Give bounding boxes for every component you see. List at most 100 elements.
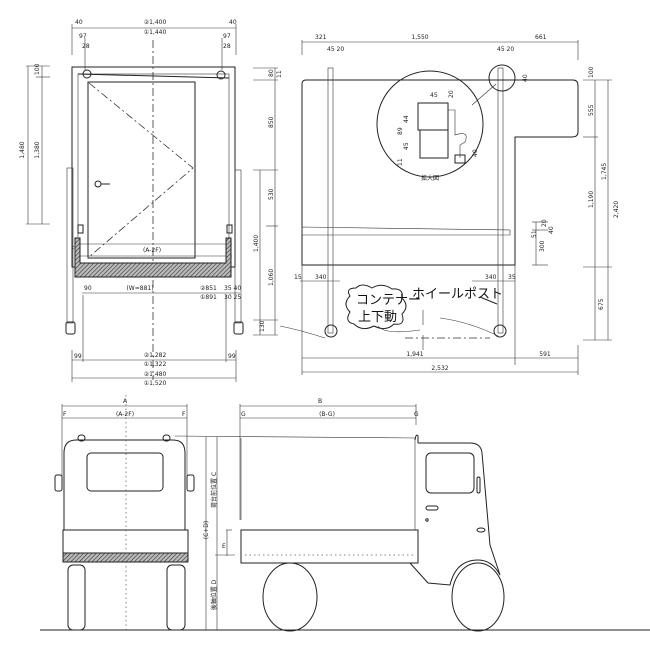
bed-base [62,552,189,563]
dim-base-1: ①1,322 [144,361,167,368]
dim-top-1: ①1,440 [144,29,167,36]
detail-44: 44 [403,115,410,123]
dim-height-inner: 1,380 [34,141,41,158]
dim-top-2: ②1,400 [144,19,167,26]
g-right: G [414,411,419,418]
truck-rear-view: A (A-2F) F F [54,395,195,631]
door-panel [87,81,196,259]
label-d: 後軸位置 D [210,579,218,610]
dim-b: B [318,398,322,405]
dim-1941: 1,941 [406,351,423,358]
dim-661: 661 [535,34,547,41]
note-container-2: 上下動 [358,310,397,325]
caster-left-icon [65,321,76,335]
dim-340-right: 340 [485,274,497,281]
front-wheel [451,562,505,632]
dim-3540: 35 40 [224,285,241,292]
truck-side-view: (C+D) 荷台前位置 C 後軸位置 D E B (B-G) G G [40,398,650,632]
detail-45b: 45 [403,142,410,150]
rear-wheel-right [166,564,186,631]
dim-130: 130 [259,320,266,332]
dim-300: 300 [539,240,546,252]
note-wheel-post: ホイールポスト [412,287,503,302]
dim-1550: 1,550 [411,34,428,41]
side-view: 321 1,550 661 45 20 45 20 40 拡大図 45 20 4… [279,34,620,375]
dim-post-right: 45 20 [497,46,514,53]
hinge-left-icon [82,69,92,79]
dim-bg: (B-G) [319,411,335,418]
dim-base-left: 99 [74,353,82,360]
dim-1060: 1,060 [268,269,275,286]
detail-11: 11 [397,158,404,166]
dim-edge-left: 40 [75,19,83,26]
detail-40: 40 [472,149,479,157]
label-cd: (C+D) [203,521,210,540]
dim-555: 555 [588,104,595,116]
dim-base-2: ②1,282 [144,352,167,359]
caster-right-icon [493,324,507,338]
dim-base-right: 99 [228,353,236,360]
rear-wheel-left [67,564,86,631]
cab-rear [63,439,186,531]
dim-offset-right-small: 28 [223,43,231,50]
container-base [74,237,232,278]
mirror-right-icon [186,474,195,492]
rear-window [86,452,164,492]
dim-40: 40 [548,226,555,234]
dim-850: 850 [268,116,275,128]
dim-offset-left-small: 28 [82,43,90,50]
dim-1-891: ①891 [200,294,217,301]
dim-small-40: 40 [522,74,529,82]
dim-right-top-small: 11 [276,70,283,78]
dim-overall-2: ②1,480 [144,371,167,378]
hinge-right-icon [216,70,226,80]
dim-2-851: ②851 [200,285,217,292]
caster-right-icon [233,321,244,335]
dim-overall-1: ①1,520 [144,380,167,387]
note-cloud [345,284,407,330]
label-e: E [222,543,226,550]
dim-offset-right: 97 [223,33,231,40]
detail-magnified [376,70,484,178]
dim-2420: 2,420 [613,201,620,218]
wheel-post-right [497,67,504,334]
detail-45a: 45 [430,92,438,99]
door-handle-icon [94,180,102,188]
dim-530: 530 [268,188,275,200]
dim-offset-left: 97 [79,33,87,40]
dim-a2f: (A-2F) [116,411,134,418]
detail-label: 拡大図 [421,174,439,182]
dim-post-left: 45 20 [327,46,344,53]
g-left: G [241,411,246,418]
dim-340-left: 340 [315,274,327,281]
dim-90: 90 [84,285,92,292]
dim-a: A [123,398,128,405]
dim-1190: 1,190 [588,191,595,208]
mirror-left-icon [54,474,63,492]
f-left: F [63,411,67,418]
dim-1400: 1,400 [253,235,260,252]
label-c: 荷台前位置 C [210,472,218,508]
caster-left-icon [324,324,338,338]
dim-20: 20 [541,219,548,227]
dim-w: (W=881) [126,285,153,292]
dim-675: 675 [598,298,605,310]
dim-321: 321 [315,34,327,41]
dim-100: 100 [588,66,595,78]
detail-89: 89 [397,127,404,135]
front-view: ②1,400 ①1,440 40 40 97 28 97 28 1,480 1,… [19,19,283,387]
dim-591: 591 [539,351,551,358]
dim-1745: 1,745 [601,163,608,180]
inner-width-label: (A-2F) [143,247,161,254]
dim-3025: 30 25 [224,294,241,301]
dim-right-top: 80 [268,69,275,77]
container-outline [301,79,579,266]
dim-top-margin: 100 [34,63,41,75]
cab-side [409,442,501,586]
dim-15: 15 [294,274,302,281]
dim-2532: 2,532 [431,365,448,372]
dim-51: 51 [531,230,538,238]
dim-height-total: 1,480 [19,141,26,158]
wheel-post-left [327,67,334,334]
